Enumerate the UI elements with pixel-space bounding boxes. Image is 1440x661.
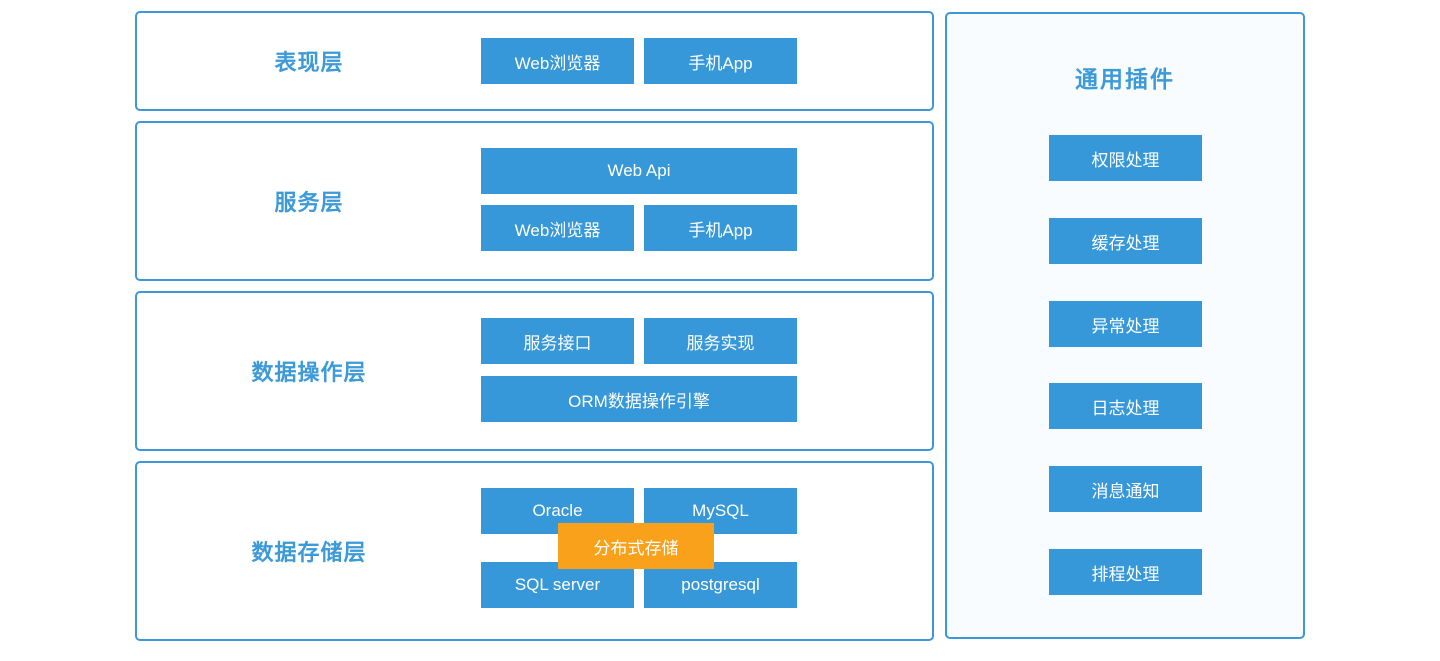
node-oracle: Oracle	[481, 488, 634, 534]
plugin-item-notification: 消息通知	[1049, 466, 1202, 512]
plugin-item-scheduling: 排程处理	[1049, 549, 1202, 595]
layer-presentation-label: 表现层	[274, 50, 344, 75]
layer-service-label: 服务层	[274, 190, 344, 215]
node-postgresql: postgresql	[644, 562, 797, 608]
node-orm-engine: ORM数据操作引擎	[481, 376, 797, 422]
plugin-item-cache: 缓存处理	[1049, 218, 1202, 264]
layer-presentation: 表现层 Web浏览器 手机App	[135, 11, 934, 111]
layer-data-storage: 数据存储层 Oracle MySQL SQL server postgresql…	[135, 461, 934, 641]
node-mobile-app: 手机App	[644, 38, 797, 84]
node-distributed-storage: 分布式存储	[558, 523, 714, 569]
plugin-item-permission: 权限处理	[1049, 135, 1202, 181]
node-web-api: Web Api	[481, 148, 797, 194]
node-web-browser: Web浏览器	[481, 38, 634, 84]
layer-data-operation: 数据操作层 服务接口 服务实现 ORM数据操作引擎	[135, 291, 934, 451]
plugins-panel: 通用插件 权限处理 缓存处理 异常处理 日志处理 消息通知 排程处理	[945, 12, 1305, 639]
plugin-item-logging: 日志处理	[1049, 383, 1202, 429]
node-sql-server: SQL server	[481, 562, 634, 608]
node-service-interface: 服务接口	[481, 318, 634, 364]
node-service-implementation: 服务实现	[644, 318, 797, 364]
node-mobile-app: 手机App	[644, 205, 797, 251]
layer-data-storage-label: 数据存储层	[251, 540, 367, 565]
node-web-browser: Web浏览器	[481, 205, 634, 251]
layer-service: 服务层 Web Api Web浏览器 手机App	[135, 121, 934, 281]
plugins-panel-title: 通用插件	[1075, 66, 1175, 92]
layer-data-operation-label: 数据操作层	[251, 360, 367, 385]
plugin-item-exception: 异常处理	[1049, 301, 1202, 347]
